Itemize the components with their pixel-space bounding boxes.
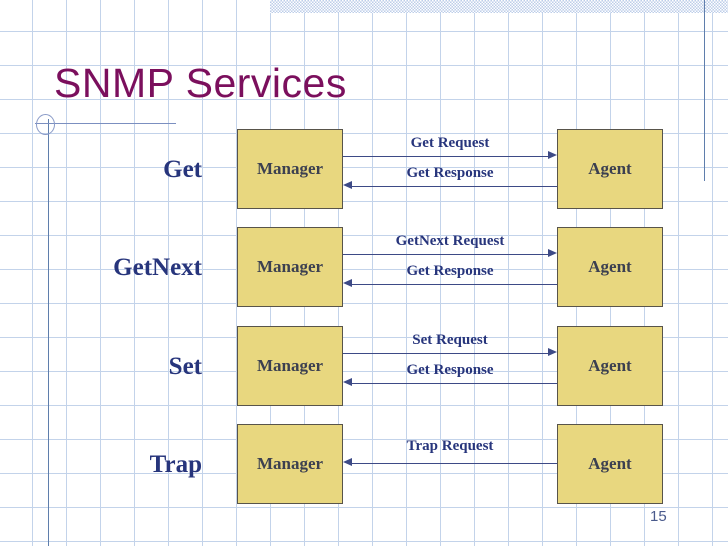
top-decorative-band [270, 0, 728, 13]
arrow-line-request [343, 254, 548, 255]
arrow-head-left-icon [343, 458, 352, 466]
title-circle-ornament-icon [36, 114, 55, 135]
agent-box: Agent [557, 227, 663, 307]
arrow-head-left-icon [343, 279, 352, 287]
page-number: 15 [650, 508, 667, 525]
arrow-head-left-icon [343, 181, 352, 189]
arrow-line-response [352, 383, 557, 384]
arrow-label-request: Set Request [412, 332, 488, 348]
manager-box: Manager [237, 326, 343, 406]
manager-box: Manager [237, 424, 343, 504]
arrow-line-request [343, 156, 548, 157]
arrow-line-request [352, 463, 557, 464]
service-row-label: Trap [149, 451, 202, 478]
arrow-head-right-icon [548, 348, 557, 356]
agent-box: Agent [557, 424, 663, 504]
arrow-label-response: Get Response [406, 165, 494, 181]
page-title: SNMP Services [54, 60, 347, 106]
service-row-get: Get Manager Agent Get Request Get Respon… [0, 129, 728, 209]
title-underline-rule [35, 123, 176, 124]
arrow-line-response [352, 186, 557, 187]
arrow-label-response: Get Response [406, 362, 494, 378]
agent-box: Agent [557, 129, 663, 209]
service-row-trap: Trap Manager Agent Trap Request [0, 424, 728, 504]
service-row-getnext: GetNext Manager Agent GetNext Request Ge… [0, 227, 728, 307]
arrow-label-request: GetNext Request [395, 233, 505, 249]
arrow-label-response: Get Response [406, 263, 494, 279]
service-row-label: GetNext [113, 254, 202, 281]
service-row-label: Set [168, 353, 202, 380]
service-row-set: Set Manager Agent Set Request Get Respon… [0, 326, 728, 406]
arrow-head-right-icon [548, 249, 557, 257]
left-decorative-rule [48, 119, 49, 546]
right-decorative-rule [704, 0, 705, 181]
arrow-label-request: Get Request [410, 135, 490, 151]
manager-box: Manager [237, 129, 343, 209]
manager-box: Manager [237, 227, 343, 307]
arrow-head-right-icon [548, 151, 557, 159]
service-row-label: Get [163, 156, 202, 183]
arrow-line-request [343, 353, 548, 354]
arrow-label-request: Trap Request [406, 438, 494, 454]
arrow-line-response [352, 284, 557, 285]
agent-box: Agent [557, 326, 663, 406]
arrow-head-left-icon [343, 378, 352, 386]
